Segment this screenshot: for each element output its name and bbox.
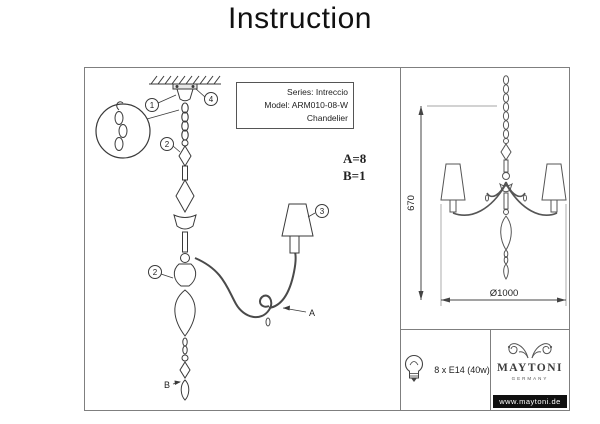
brand-name: MAYTONI [496, 362, 564, 374]
stem [173, 139, 197, 401]
quantity-b: B=1 [343, 168, 366, 183]
part-a-label: A [309, 308, 315, 318]
brand-website: www.maytoni.de [493, 395, 567, 408]
canopy [176, 88, 194, 102]
part-quantities: A=8 B=1 [343, 150, 366, 184]
lamp-shade [281, 203, 314, 237]
dim-body [499, 138, 513, 280]
callout-bracket: 4 [195, 88, 218, 106]
maytoni-birds-icon [507, 343, 553, 359]
magnifier-detail [95, 101, 180, 159]
chandelier-dimension-diagram: 670 Ø1000 [406, 75, 567, 306]
callout-stem-upper-label: 2 [165, 140, 170, 149]
callout-shade-label: 3 [320, 207, 325, 216]
quantity-a: A=8 [343, 151, 367, 166]
candle-sleeve [289, 235, 300, 254]
arm-drop [265, 317, 271, 327]
callout-shade: 3 [307, 204, 329, 218]
callout-bracket-label: 4 [209, 95, 214, 104]
dimensions-panel: 670 Ø1000 [400, 67, 570, 330]
brand-panel: MAYTONI GERMANY www.maytoni.de [490, 329, 570, 411]
arm [194, 251, 297, 319]
part-b-pointer: B [164, 380, 181, 390]
dim-shades [440, 163, 567, 213]
diameter-value: Ø1000 [490, 288, 519, 299]
bulb-spec-label: 8 x E14 (40w) [434, 365, 490, 375]
ceiling-hatch [149, 75, 221, 85]
mounting-bracket [172, 83, 198, 90]
callout-canopy-label: 1 [150, 101, 155, 110]
product-series: Series: Intreccio [287, 87, 348, 97]
callout-stem-lower: 2 [148, 265, 174, 279]
callout-canopy: 1 [145, 94, 177, 112]
product-type: Chandelier [306, 113, 348, 123]
part-a-pointer: A [282, 305, 315, 318]
chandelier-assembly-diagram: 1 4 2 2 3 [95, 75, 329, 401]
bulb-icon [405, 354, 424, 382]
brand-tagline: GERMANY [511, 376, 549, 381]
product-model: Model: ARM010-08-W [264, 100, 348, 110]
dim-arm-drop-left [485, 194, 489, 202]
part-b-label: B [164, 380, 170, 390]
height-value: 670 [406, 195, 417, 211]
product-info-box: Series: Intreccio Model: ARM010-08-W Cha… [236, 82, 354, 129]
diameter-dimension: Ø1000 [440, 204, 567, 306]
page-title: Instruction [228, 2, 372, 35]
dim-arm-drop-right [523, 194, 527, 202]
callout-stem-upper: 2 [160, 137, 181, 153]
height-dimension: 670 [406, 105, 497, 300]
bulb-info-panel: 8 x E14 (40w) [400, 329, 491, 411]
dim-chain [502, 75, 510, 139]
assembly-panel: 1 4 2 2 3 [84, 67, 401, 411]
dim-arms [452, 181, 558, 216]
chain [181, 102, 189, 141]
callout-stem-lower-label: 2 [153, 268, 158, 277]
